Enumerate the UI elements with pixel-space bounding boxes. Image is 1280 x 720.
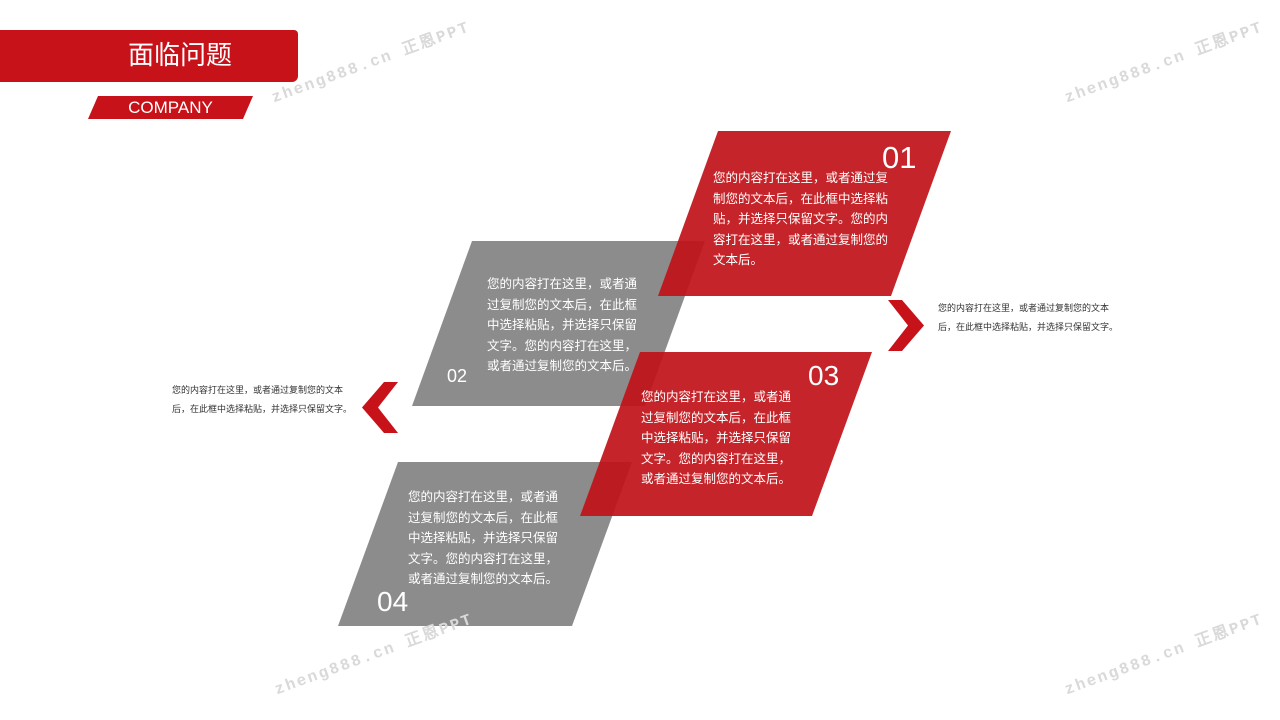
card-04-text: 您的内容打在这里，或者通过复制您的文本后，在此框中选择粘贴，并选择只保留文字。您… [408,489,559,586]
chevron-left-icon [362,382,398,433]
card-01-number: 01 [882,140,917,175]
card-01-text: 您的内容打在这里，或者通过复制您的文本后，在此框中选择粘贴，并选择只保留文字。您… [713,170,889,267]
card-03-number: 03 [808,360,840,391]
page-title: 面临问题 [127,41,232,71]
card-02-number: 02 [447,366,468,386]
right-side-text: 您的内容打在这里，或者通过复制您的文本后，在此框中选择粘贴，并选择只保留文字。 [938,304,1119,333]
subtitle-badge: COMPANY [88,96,253,119]
chevron-right-icon [888,300,924,351]
watermark: zheng888.cn 正恩PPT [1062,18,1266,108]
title-banner [0,30,298,82]
left-side-text: 您的内容打在这里，或者通过复制您的文本后，在此框中选择粘贴，并选择只保留文字。 [172,386,353,415]
watermark: zheng888.cn 正恩PPT [1062,610,1266,700]
card-03-text: 您的内容打在这里，或者通过复制您的文本后，在此框中选择粘贴，并选择只保留文字。您… [641,389,792,486]
card-04-number: 04 [377,586,409,617]
card-02-text: 您的内容打在这里，或者通过复制您的文本后，在此框中选择粘贴，并选择只保留文字。您… [487,276,638,373]
